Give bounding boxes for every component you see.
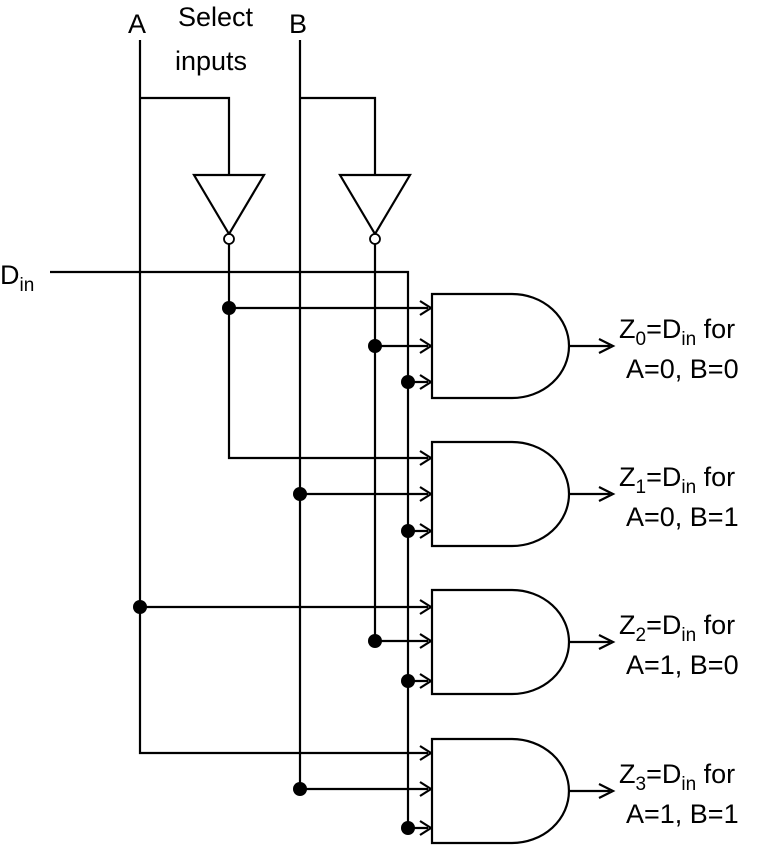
svg-text:A=0, B=0: A=0, B=0: [626, 354, 739, 384]
svg-text:A=1, B=0: A=1, B=0: [626, 650, 739, 680]
junction-dot: [368, 339, 382, 353]
junction-dot: [401, 375, 415, 389]
wire-not-a: [227, 244, 428, 460]
junction-dot: [133, 600, 147, 614]
wire-a: [138, 40, 428, 755]
output-label-z3: Z3=Din for A=1, B=1: [619, 759, 739, 829]
junction-dot: [401, 674, 415, 688]
din-label: Din: [0, 260, 34, 296]
svg-text:Z3=Din for: Z3=Din for: [619, 759, 735, 795]
input-b-label: B: [289, 9, 307, 39]
junction-dot: [401, 524, 415, 538]
output-label-z2: Z2=Din for A=1, B=0: [619, 610, 739, 680]
and-gate-z3: [430, 737, 571, 845]
svg-text:A=0, B=1: A=0, B=1: [626, 502, 739, 532]
svg-text:Z1=Din for: Z1=Din for: [619, 462, 735, 498]
junction-dot: [222, 301, 236, 315]
junction-dot: [368, 634, 382, 648]
output-label-z0: Z0=Din for A=0, B=0: [619, 314, 739, 384]
and-gate-z2: [430, 588, 571, 696]
not-gate-b: [338, 173, 412, 245]
and-gate-z0: [430, 292, 571, 400]
input-a-label: A: [128, 9, 146, 39]
select-inputs-label-line2: inputs: [175, 46, 247, 76]
wire-not-b: [373, 244, 428, 643]
output-arrows: [569, 338, 616, 799]
junction-dot: [293, 782, 307, 796]
svg-text:Z2=Din for: Z2=Din for: [619, 610, 735, 646]
junction-dot: [293, 487, 307, 501]
svg-text:Z0=Din for: Z0=Din for: [619, 314, 735, 350]
wire-din: [50, 270, 428, 830]
not-gate-a: [192, 173, 266, 245]
svg-text:A=1, B=1: A=1, B=1: [626, 799, 739, 829]
junction-dot: [401, 821, 415, 835]
and-gate-z1: [430, 440, 571, 548]
output-label-z1: Z1=Din for A=0, B=1: [619, 462, 739, 532]
select-inputs-label-line1: Select: [178, 2, 254, 32]
